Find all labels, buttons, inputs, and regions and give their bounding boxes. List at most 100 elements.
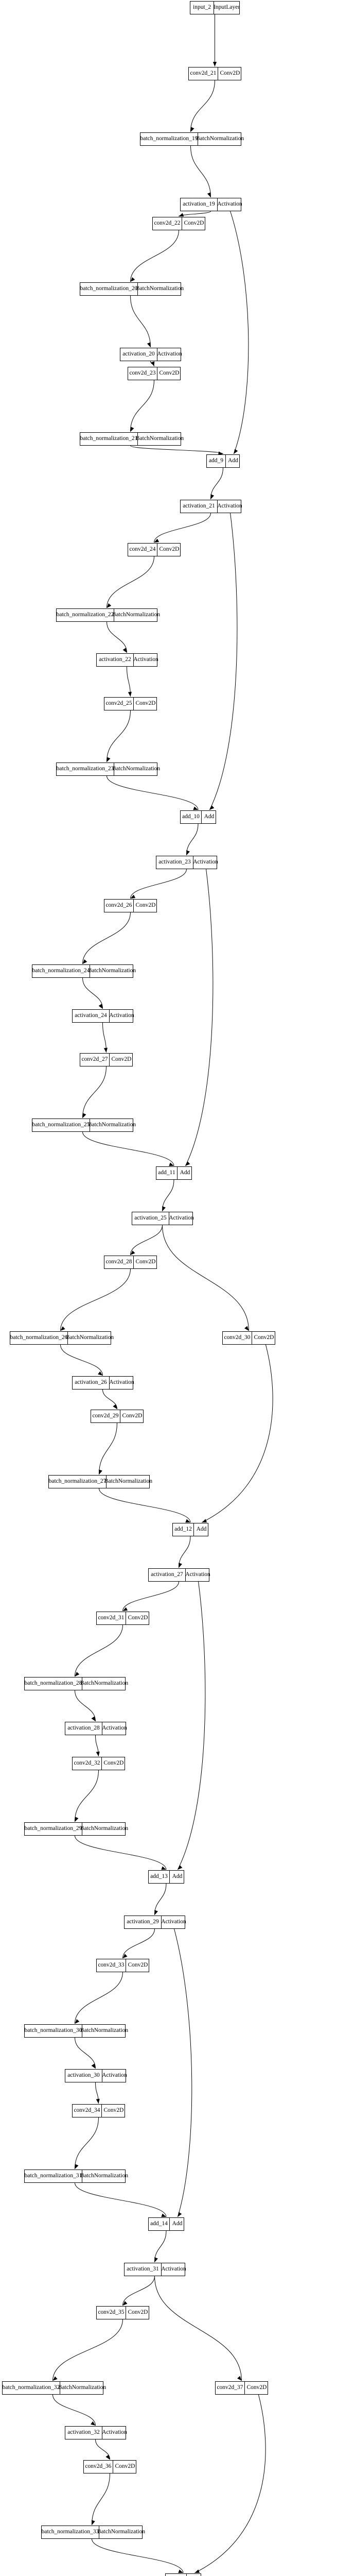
layer-node-name: batch_normalization_33 [42, 2526, 99, 2538]
layer-node-type: Activation [157, 351, 182, 358]
layer-node-type: BatchNormalization [80, 1680, 129, 1687]
edge-add_10-to-activation_23 [186, 823, 199, 856]
layer-node-type: BatchNormalization [87, 1122, 136, 1128]
layer-node-type: BatchNormalization [112, 766, 161, 772]
edge-conv2d_25-to-batch_normalization_23 [107, 710, 131, 762]
layer-node-name: conv2d_22 [153, 217, 182, 230]
layer-node-name: conv2d_29 [91, 1410, 120, 1422]
edge-conv2d_36-to-batch_normalization_33 [92, 2473, 110, 2526]
layer-node-type: Conv2D [220, 70, 240, 77]
edge-batch_normalization_22-to-activation_22 [107, 621, 127, 653]
layer-node-type: Add [204, 814, 215, 820]
layer-node-name: activation_28 [65, 1722, 102, 1735]
layer-node-type: Activation [102, 2429, 127, 2436]
edge-activation_21-to-add_10 [209, 513, 238, 810]
layer-node-type: BatchNormalization [80, 2173, 129, 2179]
edge-add_13-to-activation_29 [154, 1883, 167, 1916]
edge-activation_25-to-conv2d_28 [130, 1225, 163, 1256]
layer-node-name: conv2d_23 [128, 367, 157, 380]
edge-conv2d_34-to-batch_normalization_31 [75, 2117, 99, 2170]
layer-node-add_15[interactable]: add_15Add [165, 2573, 201, 2576]
layer-node-name: conv2d_34 [73, 2105, 102, 2117]
layer-node-name: conv2d_30 [223, 1332, 252, 1344]
layer-node-name: conv2d_36 [84, 2461, 113, 2473]
layer-node-name: activation_19 [181, 198, 218, 211]
layer-node-type: Add [172, 2221, 183, 2227]
layer-node-name: add_11 [156, 1167, 178, 1179]
edge-batch_normalization_30-to-activation_30 [75, 2037, 96, 2069]
layer-node-name: add_13 [149, 1871, 170, 1883]
layer-node-type: Conv2D [128, 2309, 148, 2316]
layer-node-name: activation_23 [156, 856, 193, 869]
edge-batch_normalization_20-to-activation_20 [130, 295, 151, 348]
layer-node-type: InputLayer [214, 4, 240, 11]
layer-node-type: Conv2D [135, 700, 156, 707]
edge-conv2d_22-to-batch_normalization_20 [130, 230, 179, 282]
layer-node-type: BatchNormalization [104, 1478, 153, 1485]
layer-node-type: Conv2D [115, 2463, 135, 2470]
layer-node-name: activation_31 [125, 2263, 162, 2276]
layer-node-name: input_2 [190, 2, 215, 14]
layer-node-type: Conv2D [184, 220, 204, 227]
edge-activation_31-to-conv2d_35 [122, 2276, 155, 2306]
layer-node-type: BatchNormalization [112, 612, 161, 618]
edge-batch_normalization_26-to-activation_26 [60, 1344, 103, 1376]
layer-node-type: Activation [109, 1379, 134, 1386]
edge-conv2d_26-to-batch_normalization_24 [82, 912, 131, 964]
layer-node-name: activation_21 [181, 500, 218, 513]
